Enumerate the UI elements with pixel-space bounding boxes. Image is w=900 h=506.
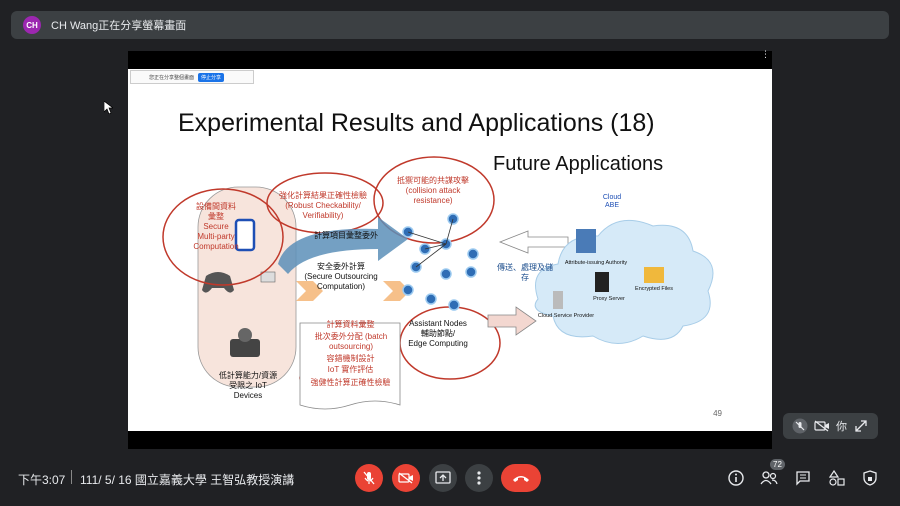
box-line-4: IoT 實作評估 xyxy=(327,365,374,374)
shared-screen: ⋮ 您正在分享整個畫面 停止分享 xyxy=(128,49,772,449)
label-device-sharing: 設備間資料 彙整 Secure Multi-party Computation xyxy=(193,202,239,251)
clock-time: 下午3:07 xyxy=(18,473,66,487)
label-encrypted-files: Encrypted Files xyxy=(635,286,673,292)
server-building-icon xyxy=(576,229,596,253)
box-line-1: 計算資料彙整 xyxy=(326,320,375,329)
label-collision: 抵禦可能的共謀攻擊 (collision attack resistance) xyxy=(397,176,469,205)
box-line-2: 批次委外分配 (batch outsourcing) xyxy=(314,332,388,351)
assistant-nodes xyxy=(402,213,479,311)
slide-subtitle: Future Applications xyxy=(493,153,664,175)
avatar: CH xyxy=(23,16,41,34)
more-vert-icon xyxy=(477,471,481,485)
diagram-graphics xyxy=(162,156,714,410)
box-line-5: 強健性計算正確性檢驗 xyxy=(310,378,391,387)
router-icon xyxy=(260,271,276,283)
host-controls-button[interactable] xyxy=(860,468,880,488)
participant-count-badge: 72 xyxy=(770,459,785,470)
microphone-button[interactable] xyxy=(355,464,383,492)
present-screen-icon xyxy=(435,471,451,484)
self-view-tile[interactable]: 你 xyxy=(783,413,878,439)
csp-server-icon xyxy=(553,291,563,309)
gamepad-icon xyxy=(202,272,234,293)
label-assistant-nodes: Assistant Nodes 輔助節點/ Edge Computing xyxy=(408,319,468,348)
label-secure-outsourcing: 安全委外計算 (Secure Outsourcing Computation) xyxy=(304,262,378,291)
people-icon xyxy=(760,471,778,485)
info-icon xyxy=(728,470,744,486)
cursor-icon xyxy=(104,101,113,114)
mini-stop-share-button[interactable]: 停止分享 xyxy=(198,72,225,82)
activities-button[interactable] xyxy=(827,468,847,488)
label-proxy: Proxy Server xyxy=(593,296,625,302)
phone-icon xyxy=(234,218,256,252)
sharing-banner: CH CH Wang正在分享螢幕畫面 xyxy=(11,11,889,39)
slide-page-number: 49 xyxy=(713,409,722,418)
label-transfer: 傳送、處理及儲 存 xyxy=(497,263,553,282)
camera-off-icon xyxy=(398,472,413,484)
chat-button[interactable] xyxy=(793,468,813,488)
mini-share-bar: 您正在分享整個畫面 停止分享 xyxy=(130,70,254,84)
expand-icon[interactable] xyxy=(853,418,869,434)
slide-title: Experimental Results and Applications (1… xyxy=(178,109,655,137)
chevron-1 xyxy=(296,281,323,301)
box-line-3: 容錯機制設計 xyxy=(326,354,375,363)
self-view-name: 你 xyxy=(836,421,847,433)
shield-lock-icon xyxy=(863,470,877,486)
divider xyxy=(71,470,72,484)
label-aggregation: 計算項目彙整委外 xyxy=(314,231,378,240)
people-button[interactable] xyxy=(759,468,779,488)
label-csp: Cloud Service Provider xyxy=(537,313,595,319)
camera-icon xyxy=(230,339,260,357)
sharing-title: CH Wang正在分享螢幕畫面 xyxy=(51,20,187,32)
hang-up-icon xyxy=(513,476,529,482)
label-low-power-devices: 低計算能力/資源 受限之 IoT Devices xyxy=(218,371,278,400)
leave-call-button[interactable] xyxy=(501,464,541,492)
more-options-icon[interactable]: ⋮ xyxy=(761,49,770,59)
bottom-bar: 下午3:07 111/ 5/ 16 國立嘉義大學 王智弘教授演講 72 xyxy=(0,459,900,506)
shapes-icon xyxy=(829,470,845,486)
mini-sharing-text: 您正在分享整個畫面 xyxy=(149,74,195,81)
outsource-arrow xyxy=(278,217,408,274)
more-options-button[interactable] xyxy=(465,464,493,492)
meeting-details-button[interactable] xyxy=(726,468,746,488)
folder-icon xyxy=(644,267,664,283)
chevron-2 xyxy=(383,281,410,301)
label-attr-authority: Attribute-issuing Authority xyxy=(564,260,628,266)
presentation-slide: 您正在分享整個畫面 停止分享 xyxy=(128,69,772,431)
features-box xyxy=(299,322,401,410)
mic-off-icon xyxy=(363,471,375,485)
present-button[interactable] xyxy=(429,464,457,492)
chat-icon xyxy=(796,471,810,486)
camera-off-icon xyxy=(814,418,830,434)
label-cloud-abe: Cloud ABE xyxy=(602,194,622,209)
iot-device-panel xyxy=(197,186,297,388)
mic-off-icon xyxy=(792,418,808,434)
camera-button[interactable] xyxy=(392,464,420,492)
meeting-title: 111/ 5/ 16 國立嘉義大學 王智弘教授演講 xyxy=(80,473,295,487)
label-robust: 強化計算結果正確性檢驗 (Robust Checkability/ Verifi… xyxy=(279,191,367,220)
proxy-server-icon xyxy=(595,272,609,292)
